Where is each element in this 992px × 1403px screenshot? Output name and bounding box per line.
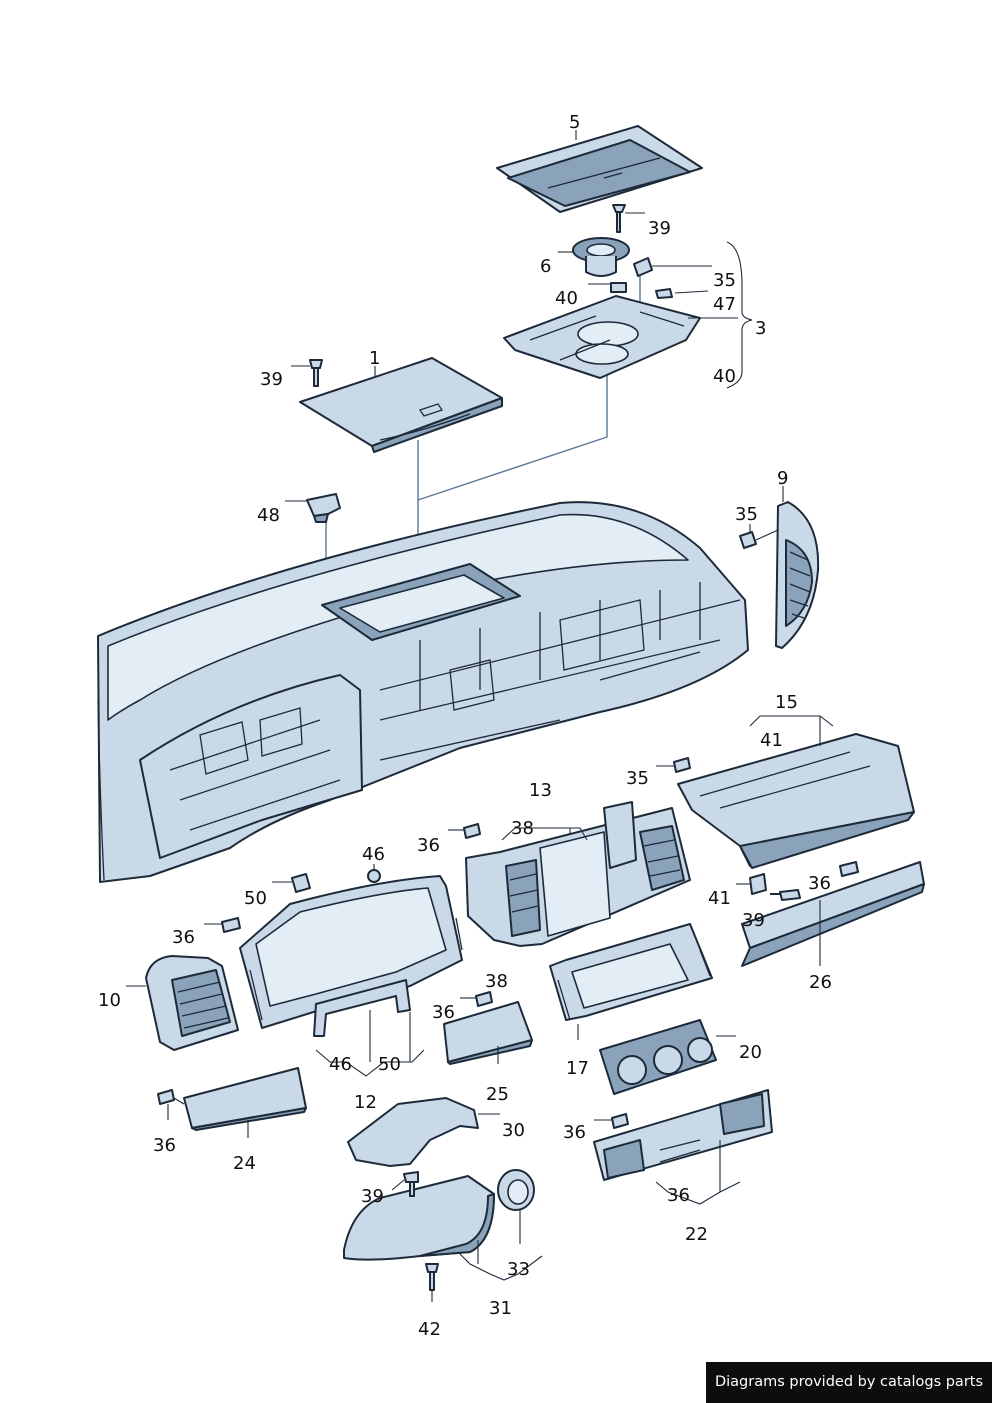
part-10-side-vent[interactable]	[126, 955, 239, 1051]
part-39-screw-top[interactable]	[612, 204, 645, 233]
label-40-bracket: 40	[713, 366, 736, 387]
part-36-clip-left[interactable]	[204, 917, 241, 933]
label-48: 48	[257, 505, 280, 526]
label-36-25: 36	[432, 1002, 455, 1023]
label-36-22b: 36	[667, 1185, 690, 1206]
part-labels: 5 39 6 35 40 47 3 40 1 39 9 48 35 15 41 …	[98, 112, 832, 1340]
label-47: 47	[713, 294, 736, 315]
label-39-left: 39	[260, 369, 283, 390]
label-35-top: 35	[713, 270, 736, 291]
part-3-bracket[interactable]	[503, 295, 738, 379]
label-46-top: 46	[362, 844, 385, 865]
part-20-climate-control[interactable]	[599, 1019, 736, 1095]
label-35-mid: 35	[626, 768, 649, 789]
label-36-bottom-left: 36	[153, 1135, 176, 1156]
label-41-lower: 41	[708, 888, 731, 909]
part-36-clip-26[interactable]	[839, 861, 859, 877]
part-50-cluster-frame[interactable]	[239, 875, 463, 1029]
label-36-22: 36	[563, 1122, 586, 1143]
label-40-mid: 40	[555, 288, 578, 309]
label-10: 10	[98, 990, 121, 1011]
label-39-col: 39	[361, 1186, 384, 1207]
part-42-screw[interactable]	[425, 1263, 439, 1302]
label-30: 30	[502, 1120, 525, 1141]
part-40-clip-mid[interactable]	[588, 282, 627, 293]
dashboard-carrier[interactable]	[97, 501, 749, 883]
part-36-clip-25[interactable]	[460, 991, 493, 1007]
label-35-right: 35	[735, 504, 758, 525]
label-50-left: 50	[244, 888, 267, 909]
part-39-screw-left[interactable]	[291, 359, 323, 387]
part-39-screw-41[interactable]	[770, 889, 801, 901]
label-26: 26	[809, 972, 832, 993]
label-15: 15	[775, 692, 798, 713]
part-36-clip-13[interactable]	[448, 823, 481, 839]
part-1-center-cover[interactable]	[299, 357, 503, 453]
part-31-lower-shroud[interactable]	[343, 1175, 543, 1281]
bracket-brace-3	[726, 241, 753, 389]
part-22-button-panel[interactable]	[593, 1089, 773, 1205]
label-36-26: 36	[808, 873, 831, 894]
part-6-speaker[interactable]	[558, 237, 630, 277]
part-47-nut[interactable]	[655, 288, 709, 299]
part-5-speaker-cover[interactable]	[496, 125, 703, 213]
part-46-clip-top[interactable]	[367, 864, 381, 883]
part-35-clip-right[interactable]	[739, 524, 779, 549]
part-41-clip-lower[interactable]	[736, 873, 767, 895]
part-46-cluster-bracket[interactable]	[313, 979, 425, 1077]
part-36-clip-22[interactable]	[594, 1113, 629, 1129]
label-38-13: 38	[511, 818, 534, 839]
part-13-center-vent[interactable]	[465, 801, 691, 947]
label-12: 12	[354, 1092, 377, 1113]
label-38-mid: 38	[485, 971, 508, 992]
label-25: 25	[486, 1084, 509, 1105]
part-39-screw-col[interactable]	[391, 1171, 419, 1197]
label-6: 6	[540, 256, 551, 277]
part-17-control-frame[interactable]	[549, 923, 713, 1040]
part-50-clip-left[interactable]	[272, 873, 311, 893]
part-15-glovebox[interactable]	[677, 715, 915, 869]
label-46-bottom: 46	[329, 1054, 352, 1075]
label-22: 22	[685, 1224, 708, 1245]
label-41-15: 41	[760, 730, 783, 751]
label-36-left: 36	[172, 927, 195, 948]
label-24: 24	[233, 1153, 256, 1174]
label-9: 9	[777, 468, 788, 489]
assembly-guide-lines	[325, 268, 641, 607]
label-3: 3	[755, 318, 766, 339]
label-5: 5	[569, 112, 580, 133]
label-1: 1	[369, 348, 380, 369]
part-25-switch-panel[interactable]	[443, 1001, 533, 1065]
label-17: 17	[566, 1058, 589, 1079]
label-50-bottom: 50	[378, 1054, 401, 1075]
part-35-clip-top[interactable]	[633, 257, 712, 277]
part-48-clip[interactable]	[285, 493, 341, 523]
part-35-clip-mid[interactable]	[656, 757, 691, 773]
part-26-trim-strip[interactable]	[741, 861, 925, 967]
label-42: 42	[418, 1319, 441, 1340]
label-36-13: 36	[417, 835, 440, 856]
diagram-credit-badge: Diagrams provided by catalogs parts	[706, 1362, 992, 1403]
label-39-41: 39	[742, 910, 765, 931]
part-9-side-panel[interactable]	[775, 486, 820, 649]
part-24-lower-trim[interactable]	[183, 1067, 307, 1138]
label-13: 13	[529, 780, 552, 801]
label-20: 20	[739, 1042, 762, 1063]
label-33: 33	[507, 1259, 530, 1280]
part-36-clip-bottom-left[interactable]	[157, 1089, 185, 1120]
part-33-ring[interactable]	[497, 1169, 535, 1244]
part-30-upper-shroud[interactable]	[347, 1097, 500, 1167]
label-39-top: 39	[648, 218, 671, 239]
label-31: 31	[489, 1298, 512, 1319]
